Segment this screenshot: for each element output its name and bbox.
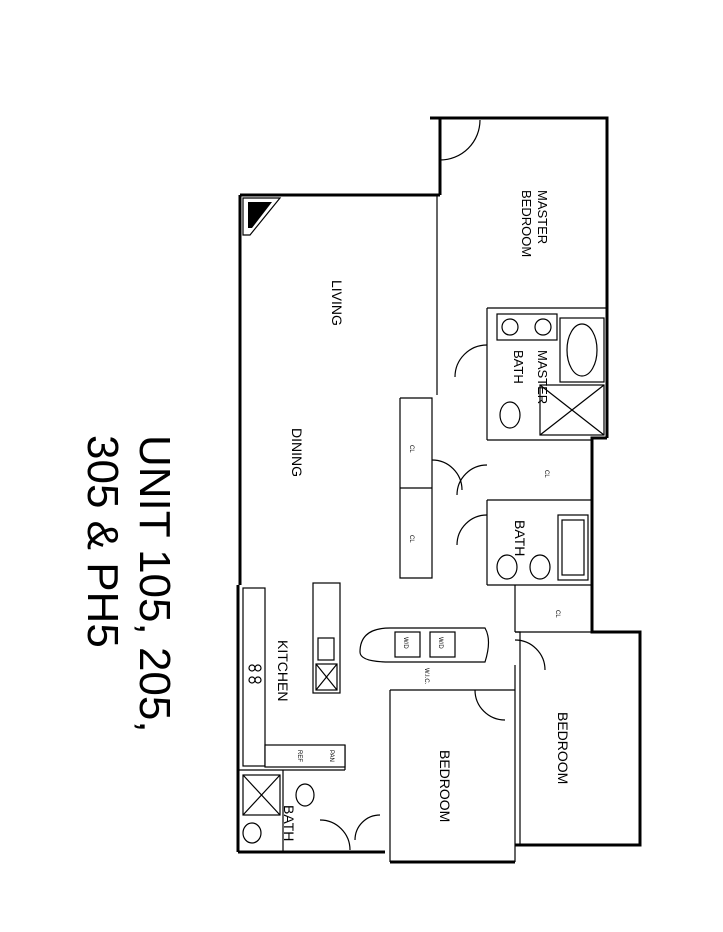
- master-bath-fixtures: [496, 313, 605, 436]
- fridge-label: REF: [296, 750, 302, 762]
- center-bath-label: BATH: [512, 520, 528, 556]
- master-bedroom-label-1: MASTER: [535, 190, 550, 244]
- master-bedroom-label-2: BEDROOM: [519, 190, 534, 257]
- door-swings: [319, 119, 546, 851]
- fireplace: [242, 197, 282, 236]
- interior-walls: [238, 195, 607, 862]
- kitchen-label: KITCHEN: [275, 640, 291, 701]
- wic-label: W.I.C.: [423, 668, 429, 685]
- unit-title-line1: UNIT 105, 205,: [130, 435, 179, 733]
- cl-label-3: CL: [408, 445, 414, 453]
- cl-label-1: CL: [543, 470, 549, 478]
- kitchen-counters: [242, 582, 346, 768]
- cl-label-2: CL: [554, 610, 560, 618]
- center-bath-fixtures: [496, 514, 589, 581]
- laundry-closet: [359, 627, 490, 663]
- dining-label: DINING: [289, 428, 305, 477]
- exterior-walls: [236, 116, 642, 864]
- dryer-label: W/D: [437, 637, 443, 649]
- bedroom-right-label: BEDROOM: [555, 712, 571, 784]
- fixture-labels: CL CL CL CL W/D W/D PAN REF W.I.C.: [296, 445, 560, 762]
- bottom-bath-fixtures: [242, 774, 315, 844]
- room-labels: MASTER BEDROOM LIVING DINING MASTER BATH…: [275, 190, 571, 841]
- unit-title: UNIT 105, 205, 305 & PH5: [78, 435, 179, 733]
- bottom-bath-label: BATH: [281, 805, 297, 841]
- unit-title-line2: 305 & PH5: [78, 435, 127, 648]
- master-bath-label-1: MASTER: [535, 350, 550, 404]
- washer-label: W/D: [402, 637, 408, 649]
- bedroom-center-label: BEDROOM: [437, 750, 453, 822]
- pantry-label: PAN: [328, 750, 334, 762]
- cl-label-4: CL: [408, 535, 414, 543]
- living-label: LIVING: [329, 280, 345, 326]
- master-bath-label-2: BATH: [511, 350, 526, 384]
